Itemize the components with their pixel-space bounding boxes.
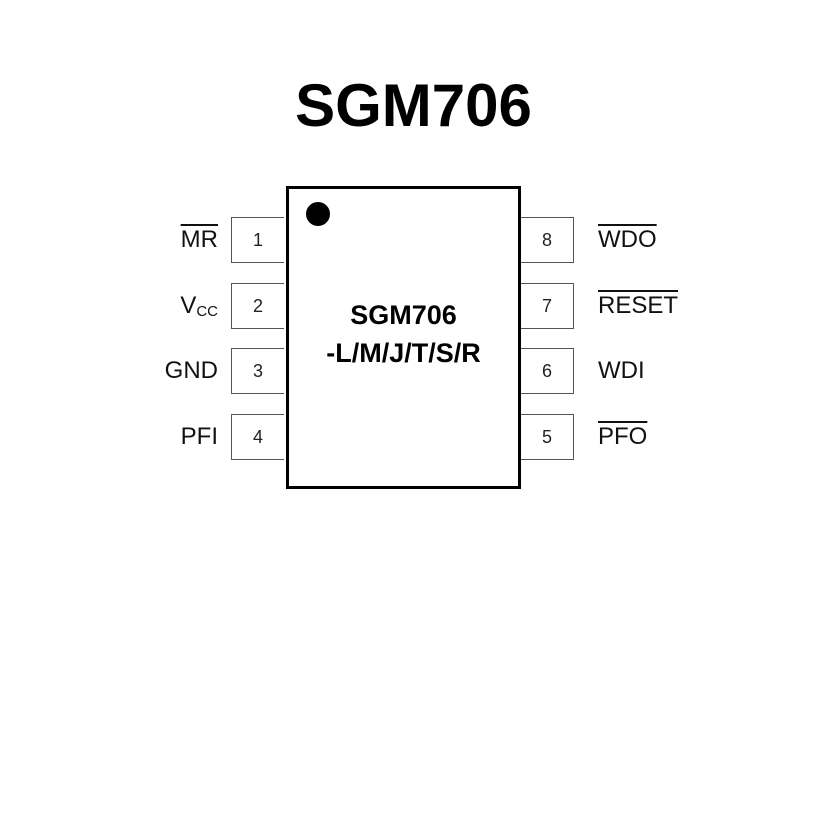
pin-4: 4 bbox=[231, 414, 284, 460]
pin-5: 5 bbox=[521, 414, 574, 460]
pin-3: 3 bbox=[231, 348, 284, 394]
pin-label-gnd: GND bbox=[164, 357, 218, 384]
chip-body bbox=[286, 186, 521, 489]
chip-variants: -L/M/J/T/S/R bbox=[326, 338, 481, 368]
pin-label-reset: RESET bbox=[598, 292, 679, 319]
pin-label-vcc-sub: CC bbox=[196, 303, 218, 320]
diagram-title: SGM706 bbox=[295, 72, 532, 139]
pin-label-pfi: PFI bbox=[180, 423, 218, 450]
pin-6: 6 bbox=[521, 348, 574, 394]
pin-1: 1 bbox=[231, 217, 284, 263]
pin-label-mr: MR bbox=[180, 226, 218, 253]
pin-label-wdo: WDO bbox=[598, 226, 657, 253]
pin-2: 2 bbox=[231, 283, 284, 329]
pin-label-vcc: VCC bbox=[180, 291, 218, 327]
pin-8: 8 bbox=[521, 217, 574, 263]
pin-label-wdi: WDI bbox=[598, 357, 645, 384]
pin-label-vcc-main: V bbox=[180, 292, 197, 319]
pin1-indicator-dot bbox=[306, 202, 330, 226]
pin-7: 7 bbox=[521, 283, 574, 329]
pin-label-pfo: PFO bbox=[598, 423, 648, 450]
chip-name: SGM706 bbox=[350, 300, 457, 330]
